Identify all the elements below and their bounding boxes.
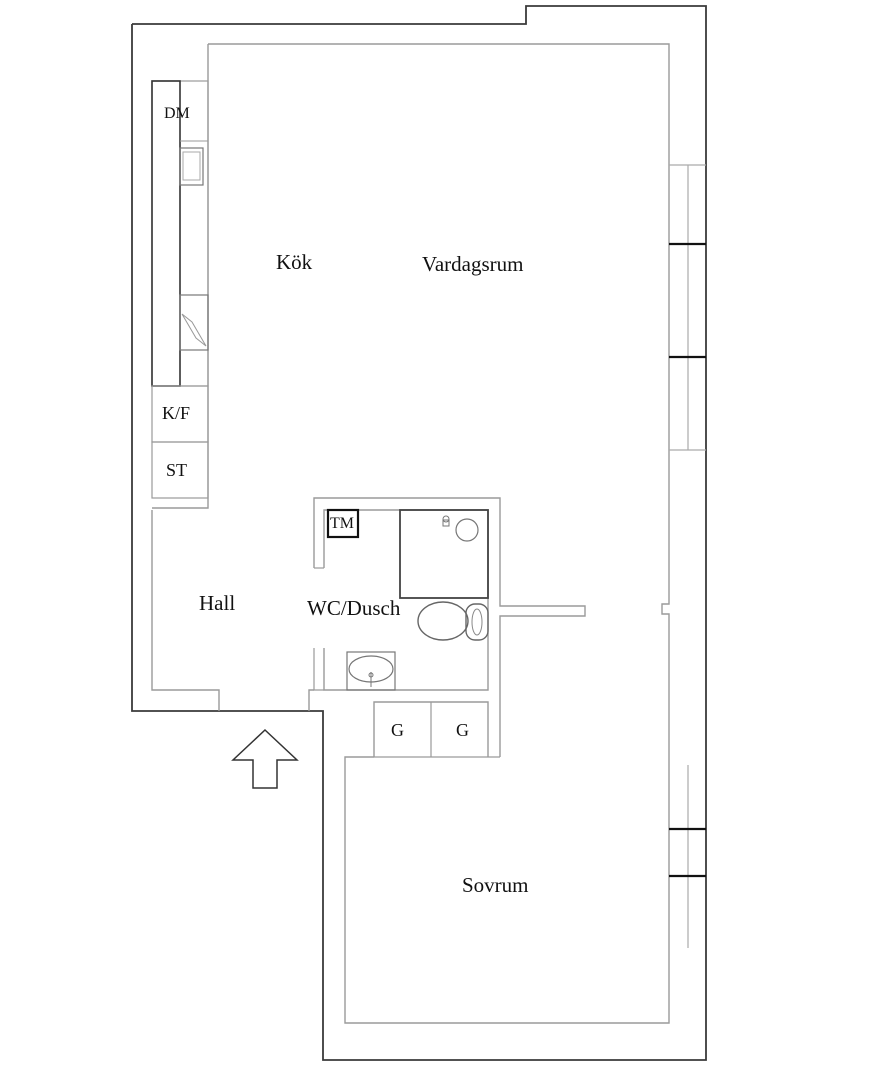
kitchen-sink [179, 147, 204, 186]
kitchen-cabinet-strip [151, 80, 181, 387]
bathroom-wall [313, 497, 586, 757]
fixture-label-dishwasher: DM [164, 105, 190, 122]
kitchen-stove [179, 294, 209, 351]
room-label-kitchen: Kök [276, 250, 313, 274]
fixture-label-closet: ST [166, 460, 187, 480]
washbasin-counter [346, 651, 396, 691]
toilet-tank [465, 603, 489, 641]
room-label-living-room: Vardagsrum [422, 252, 523, 276]
fixture-label-washing-machine: TM [330, 515, 354, 532]
toilet-seat-inner [471, 608, 483, 636]
bathroom-door-jamb [313, 648, 324, 691]
shower [399, 509, 489, 599]
inner-wall-hall-door [308, 689, 314, 711]
kitchen-sink-basin [182, 151, 201, 181]
fixture-label-wardrobe-left: G [391, 720, 404, 740]
room-label-bathroom: WC/Dusch [307, 596, 401, 620]
shower-drain [455, 518, 479, 542]
washbasin-drain [368, 672, 374, 678]
toilet-bowl [417, 601, 469, 641]
shower-valve [442, 519, 450, 527]
shower-head [442, 515, 450, 523]
fixture-label-wardrobe-right: G [456, 720, 469, 740]
fixture-label-fridge-freezer: K/F [162, 403, 190, 423]
washing-machine-box [326, 508, 360, 539]
inner-wall-hall [151, 510, 220, 711]
room-label-hall: Hall [199, 591, 235, 615]
bathroom-inner-wall [323, 509, 489, 691]
windows-upper [669, 164, 706, 451]
closet-box [151, 441, 209, 499]
stove-marking [181, 313, 207, 347]
inner-wall-main [208, 43, 670, 1024]
outer-wall [131, 5, 707, 1061]
room-label-bedroom: Sovrum [462, 873, 529, 897]
entrance-arrow-icon [231, 728, 299, 789]
